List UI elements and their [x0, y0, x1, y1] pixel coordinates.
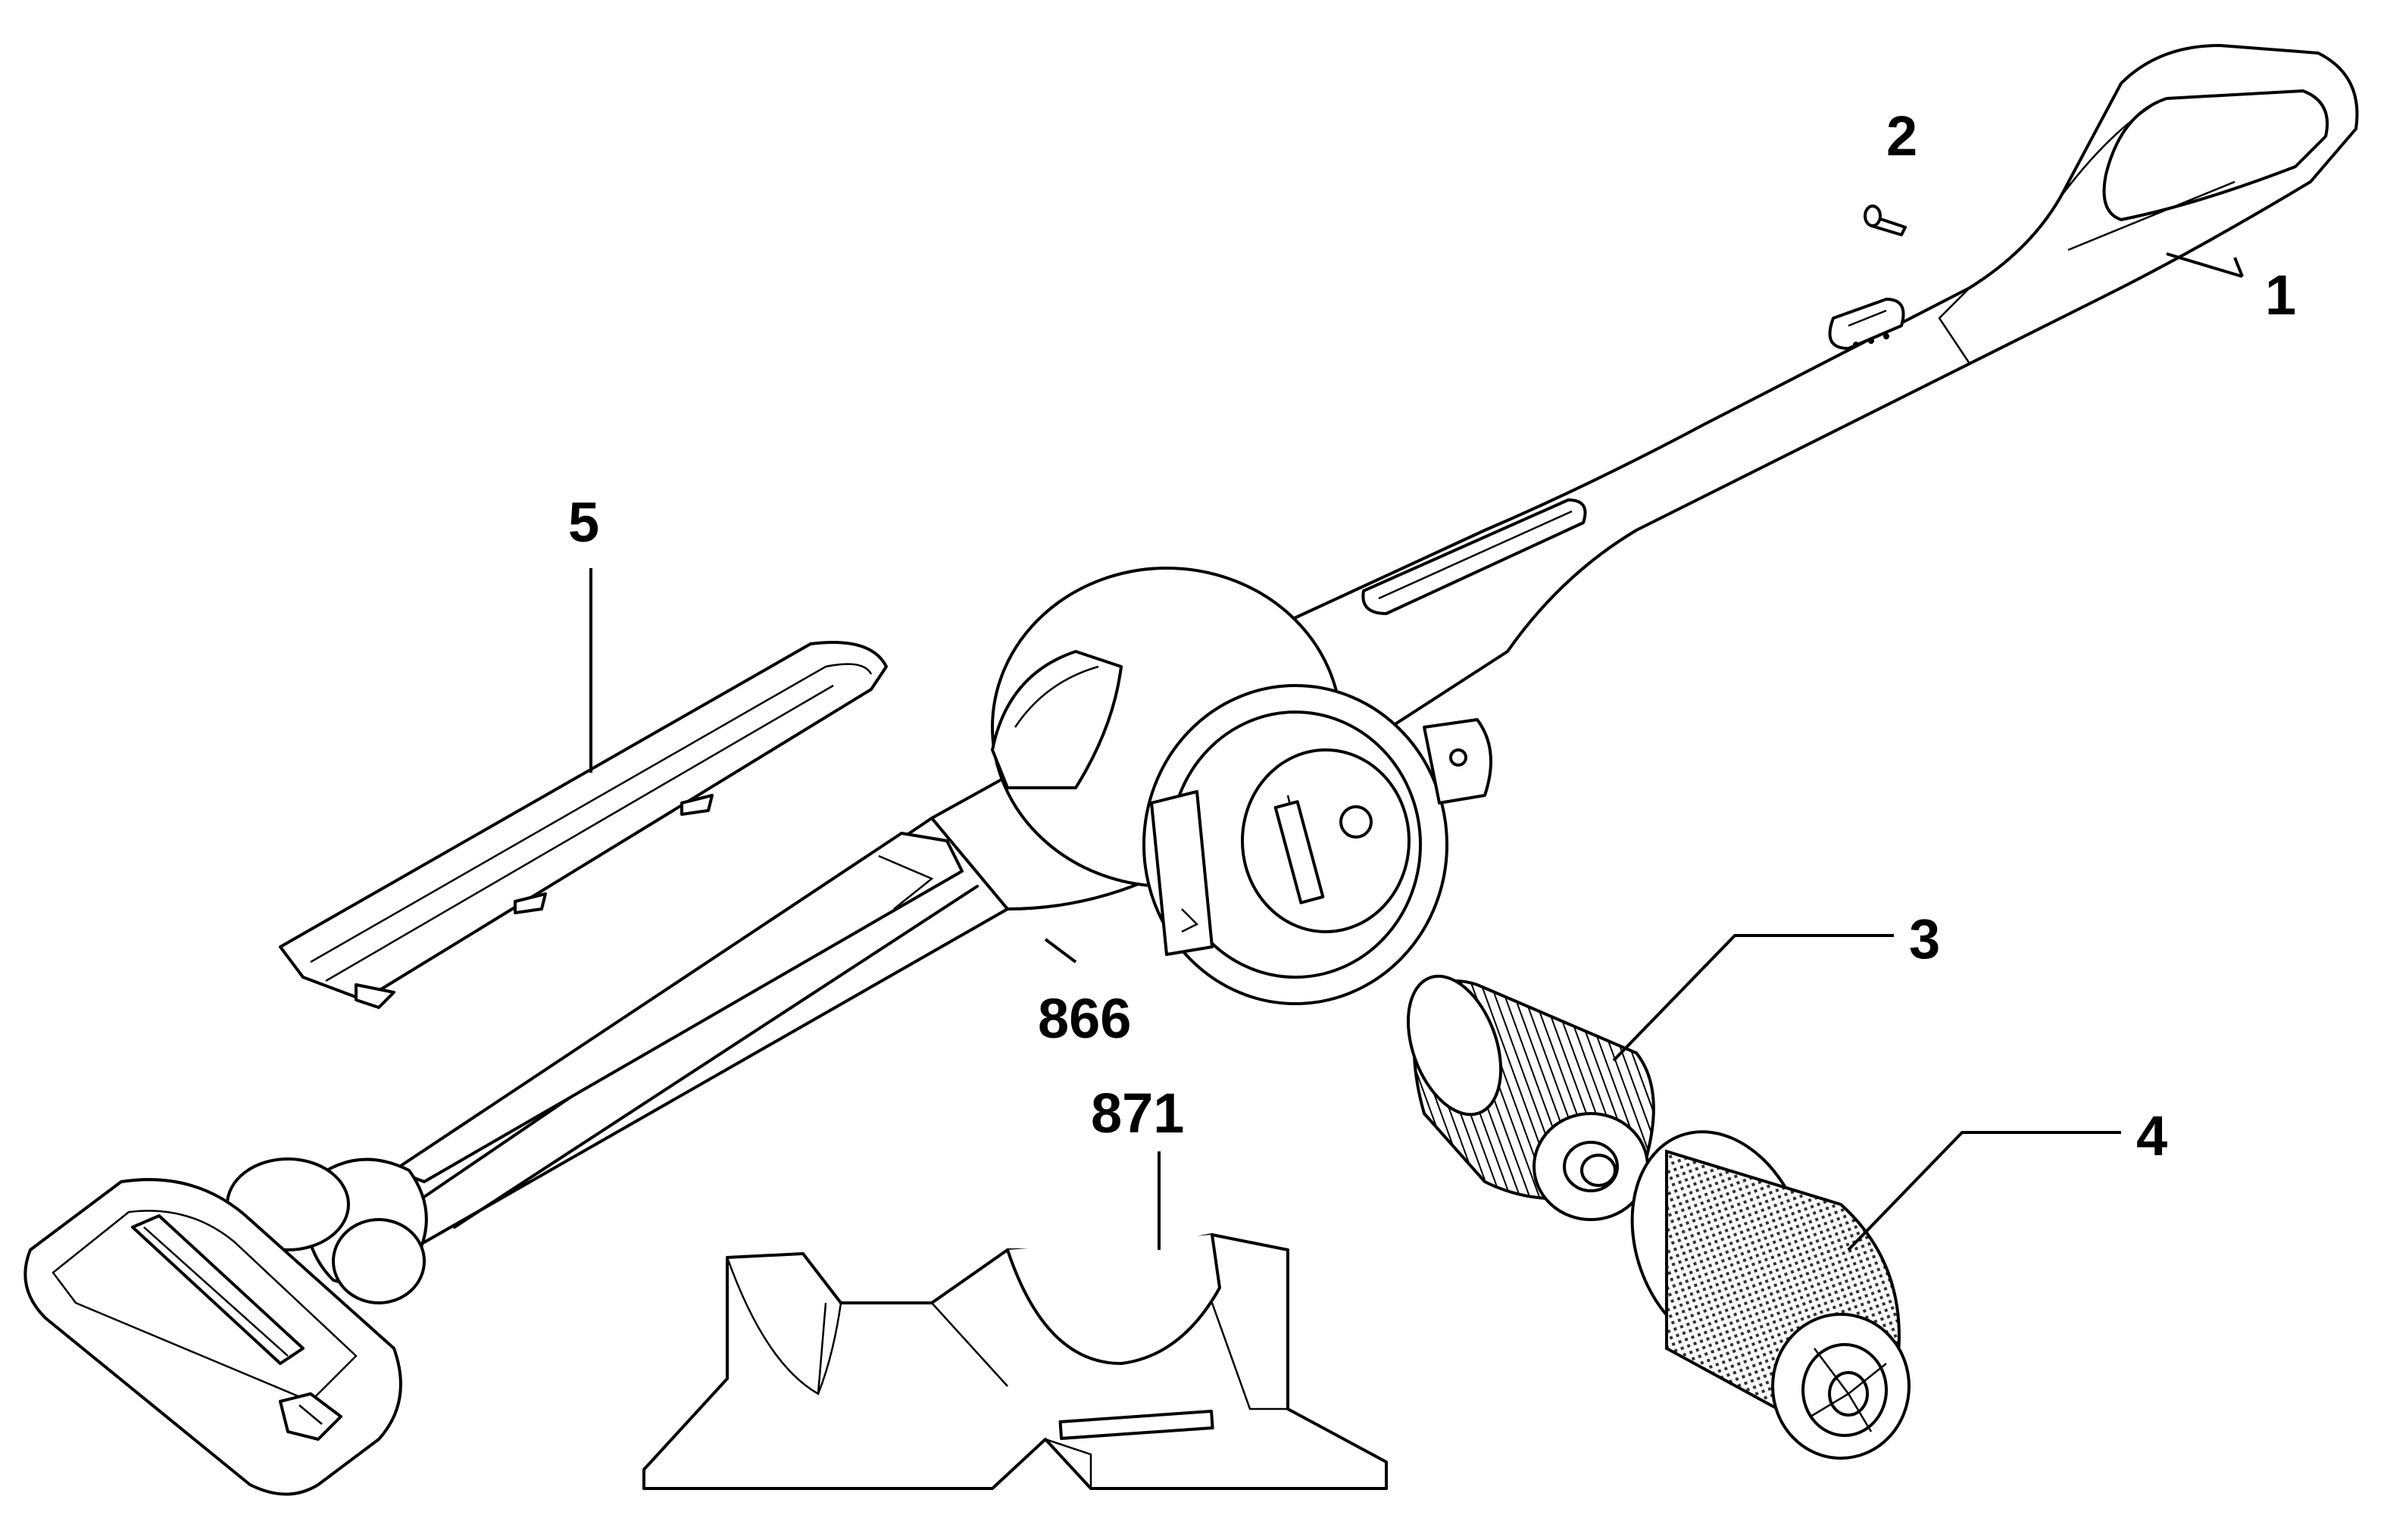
callout-1: 1 [2265, 264, 2296, 326]
pleated-filter-part [1406, 974, 1655, 1221]
leader-4 [1847, 1131, 2121, 1251]
callout-labels: 1 2 5 866 871 3 4 [568, 105, 2296, 1167]
leader-3 [1612, 934, 1894, 1062]
callout-3: 3 [1909, 907, 1940, 970]
leader-lines [589, 252, 2244, 1251]
callout-4: 4 [2136, 1104, 2167, 1167]
screw-part [1864, 205, 1907, 236]
leader-1 [2233, 257, 2244, 277]
leader-866 [1044, 938, 1077, 964]
charging-base-part [642, 1233, 1388, 1490]
crevice-tool-part [279, 641, 888, 1009]
callout-871: 871 [1091, 1082, 1184, 1145]
leader-1b [2166, 252, 2243, 278]
mesh-filter-part [1630, 1130, 1911, 1460]
main-housing-part [23, 44, 2359, 1496]
callout-866: 866 [1038, 987, 1131, 1050]
callout-5: 5 [568, 491, 599, 554]
callout-2: 2 [1886, 105, 1917, 167]
